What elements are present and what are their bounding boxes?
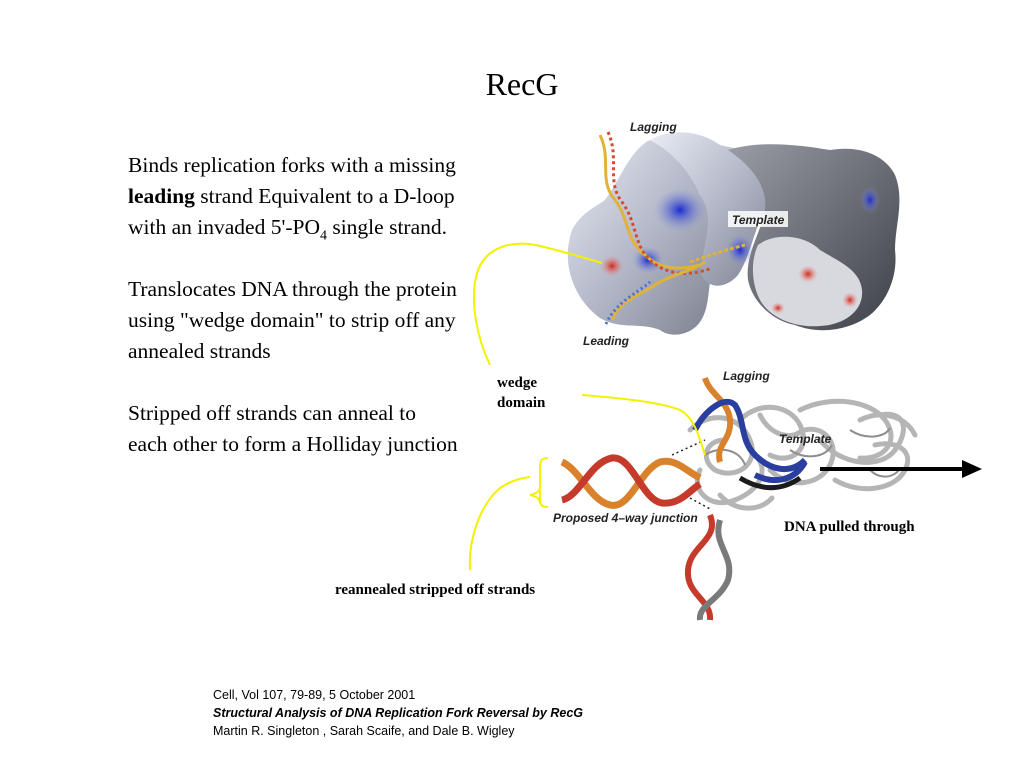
negative-patch-red [600, 255, 624, 277]
dna-strand-blue-lagging [692, 398, 808, 472]
positive-patch-blue-2 [632, 246, 664, 274]
p1-text-c: single strand. [326, 215, 447, 239]
fig-bottom-lagging-label: Lagging [723, 369, 770, 383]
positive-patch-blue [654, 188, 706, 232]
wedge-domain-label: wedge domain [497, 373, 545, 413]
positive-patch-blue-3 [726, 234, 754, 266]
negative-patch-red-4 [771, 302, 785, 314]
recg-ribbon-figure: Lagging Template Proposed 4–way junction [553, 369, 918, 621]
dna-strand-blue-template [753, 460, 808, 484]
dashed-connector [671, 439, 713, 511]
reannealed-callout-line [468, 476, 531, 571]
dna-stick-model [598, 131, 746, 325]
positive-patch-blue-4 [860, 186, 880, 214]
fig-top-template-box [728, 211, 788, 227]
negative-patch-red-2 [798, 265, 818, 283]
fig-bottom-junction-label: Proposed 4–way junction [553, 511, 698, 525]
junction-bracket [529, 457, 549, 508]
citation: Cell, Vol 107, 79-89, 5 October 2001 Str… [213, 686, 583, 740]
body-text: Binds replication forks with a missing l… [128, 150, 458, 460]
dna-pulled-arrowhead [962, 460, 982, 478]
wedge-label-line2: domain [497, 395, 546, 411]
slide-title: RecG [485, 66, 559, 102]
fig-top-leading-label: Leading [583, 334, 630, 348]
paragraph-binds: Binds replication forks with a missing l… [128, 150, 458, 243]
paragraph-stripped: Stripped off strands can anneal to each … [128, 401, 458, 456]
p1-bold-leading: leading [128, 184, 195, 208]
citation-journal: Cell, Vol 107, 79-89, 5 October 2001 [213, 688, 416, 702]
dna-pulled-through-label: DNA pulled through [784, 519, 915, 535]
dna-strand-orange-lagging [702, 376, 734, 463]
citation-authors: Martin R. Singleton , Sarah Scaife, and … [213, 724, 515, 738]
wedge-callout-bracket-line [472, 242, 603, 366]
fig-top-template-label: Template [732, 213, 785, 227]
fig-top-lagging-label: Lagging [630, 120, 677, 134]
wedge-label-line1: wedge [497, 375, 537, 391]
paragraph-translocates: Translocates DNA through the protein usi… [128, 277, 457, 363]
reannealed-strands-label: reannealed stripped off strands [335, 582, 536, 598]
p1-text-b: strand Equivalent to a D-loop with an in… [128, 184, 455, 239]
p1-text-a: Binds replication forks with a missing [128, 153, 456, 177]
protein-ribbon-detail [704, 427, 901, 478]
dna-strand-red-junction [560, 454, 702, 507]
citation-title: Structural Analysis of DNA Replication F… [213, 706, 584, 720]
dna-strand-grey-lower [696, 519, 733, 621]
negative-patch-red-3 [842, 292, 858, 308]
dna-strand-black-template [738, 475, 802, 491]
wedge-callout-arrow-line [581, 394, 706, 456]
p1-subscript: 4 [319, 228, 327, 244]
fig-bottom-template-label: Template [779, 432, 832, 446]
recg-surface-figure: Lagging Template Leading [567, 120, 900, 348]
